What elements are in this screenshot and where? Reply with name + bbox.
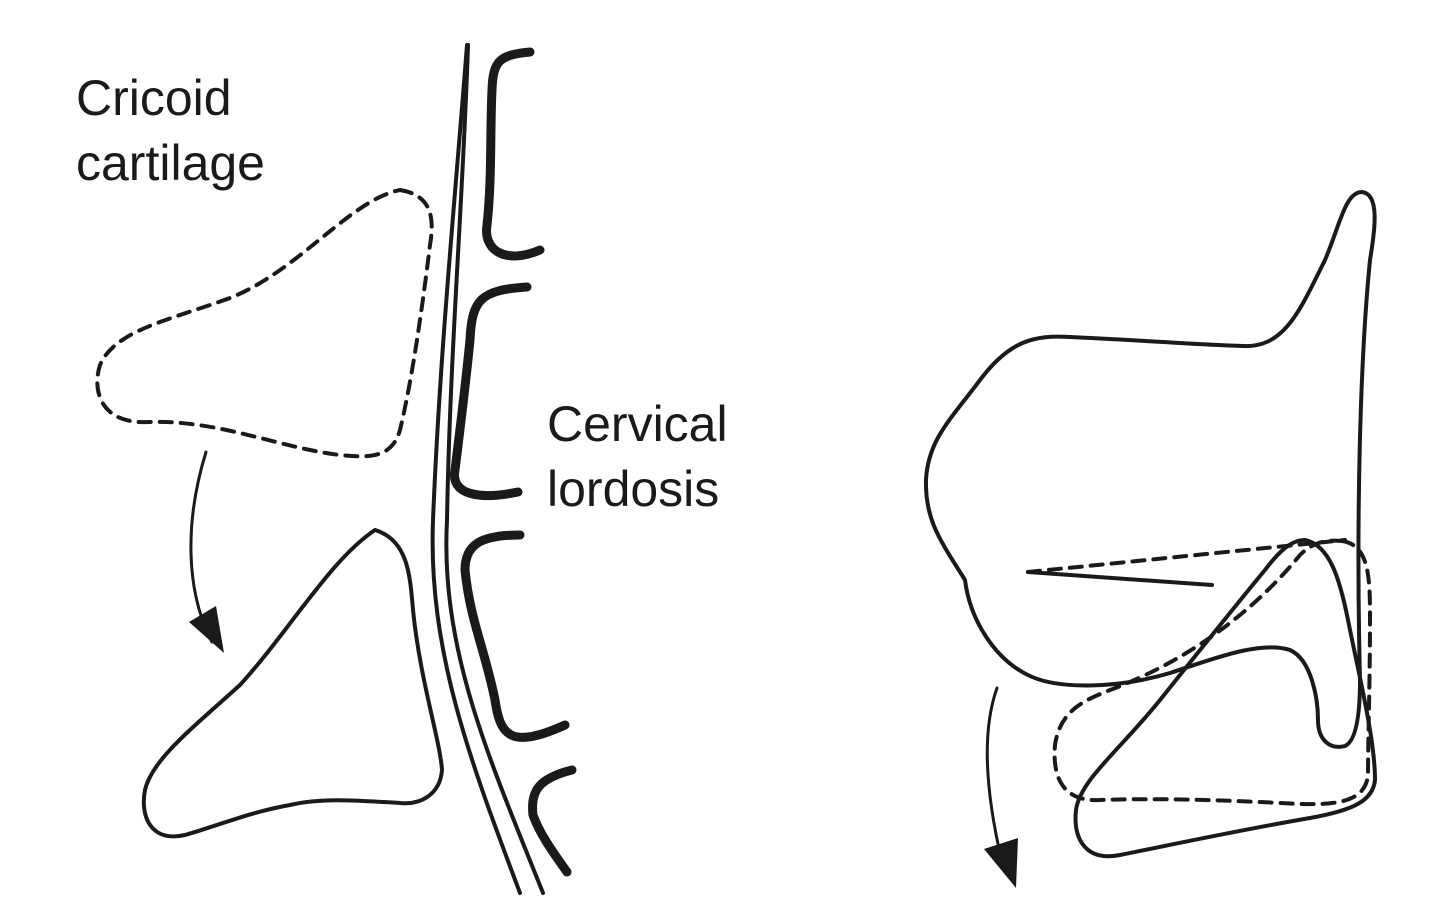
cervical-label-line-1: Cervical	[547, 392, 728, 457]
right-cricoid-outline-solid	[1076, 540, 1375, 856]
cricoid-label-line-1: Cricoid	[76, 66, 265, 131]
vertebra-bracket-4	[532, 770, 572, 872]
cricoid-outline-dashed	[97, 190, 431, 456]
cervical-lordosis-label: Cervical lordosis	[547, 392, 728, 522]
prevertebral-line-outer	[433, 45, 520, 893]
thyroid-cartilage-outline	[926, 192, 1375, 747]
cricoid-label-line-2: cartilage	[76, 131, 265, 196]
vocal-fold-line-solid	[1028, 572, 1212, 585]
vertebra-bracket-3	[465, 535, 565, 737]
prevertebral-line-inner	[446, 45, 543, 893]
cricoid-outline-solid	[144, 530, 442, 836]
vertebra-bracket-2	[454, 287, 527, 496]
cricoid-arrowhead	[189, 606, 224, 653]
cricoid-cartilage-label: Cricoid cartilage	[76, 66, 265, 196]
cervical-label-line-2: lordosis	[547, 457, 728, 522]
vertebra-bracket-1	[487, 52, 540, 256]
larynx-arrowhead	[984, 838, 1018, 888]
larynx-displacement-arrow	[987, 688, 1002, 862]
